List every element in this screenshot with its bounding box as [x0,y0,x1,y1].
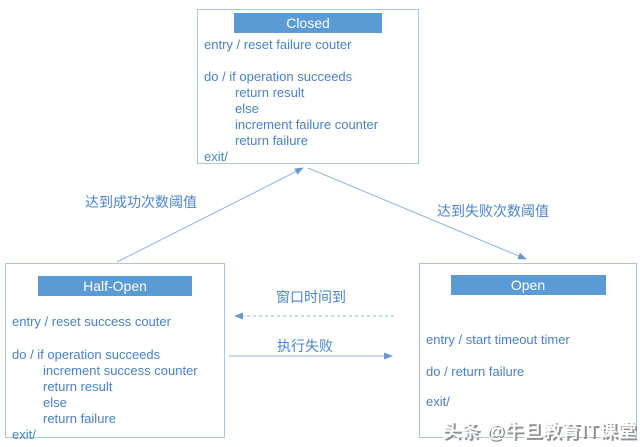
state-box-half-open: Half-Open entry / reset success couter d… [5,263,225,442]
state-line: return result [235,85,305,100]
state-line: exit/ [204,149,228,164]
watermark-text: 头条 @牛旦教育IT课堂 [442,421,637,441]
state-line: entry / start timeout timer [426,332,570,347]
transition-label-exec-failure: 执行失败 [277,338,333,354]
state-line: return failure [43,411,116,426]
state-line: entry / reset success couter [12,314,171,329]
state-line: increment failure counter [235,117,379,132]
state-line: entry / reset failure couter [204,37,352,52]
state-line: return failure [235,133,308,148]
spacer [12,330,224,347]
state-line: else [235,101,259,116]
state-line: return result [43,379,113,394]
arrow-halfopen-to-closed [116,167,304,263]
state-line: do / if operation succeeds [204,69,353,84]
state-line: exit/ [426,394,450,409]
spacer [426,348,636,364]
spacer [204,53,418,69]
state-box-open: Open entry / start timeout timer do / re… [419,263,637,438]
state-title-closed: Closed [234,13,382,33]
state-line: do / return failure [426,364,525,379]
transition-label-failure-threshold: 达到失败次数阈值 [437,203,549,219]
state-line: exit/ [12,427,36,442]
state-body-open: entry / start timeout timer do / return … [420,332,636,410]
state-line: else [43,395,67,410]
state-title-open: Open [450,275,606,295]
state-box-closed: Closed entry / reset failure couter do /… [197,9,419,164]
state-body-half-open: entry / reset success couter do / if ope… [6,314,224,443]
arrow-closed-to-open [307,167,527,260]
spacer [426,380,636,394]
state-line: increment success counter [43,363,198,378]
state-title-half-open: Half-Open [38,276,192,296]
transition-label-window-timeout: 窗口时间到 [276,289,346,305]
state-line: do / if operation succeeds [12,347,161,362]
state-body-closed: entry / reset failure couter do / if ope… [198,37,418,165]
transition-label-success-threshold: 达到成功次数阈值 [85,194,197,210]
